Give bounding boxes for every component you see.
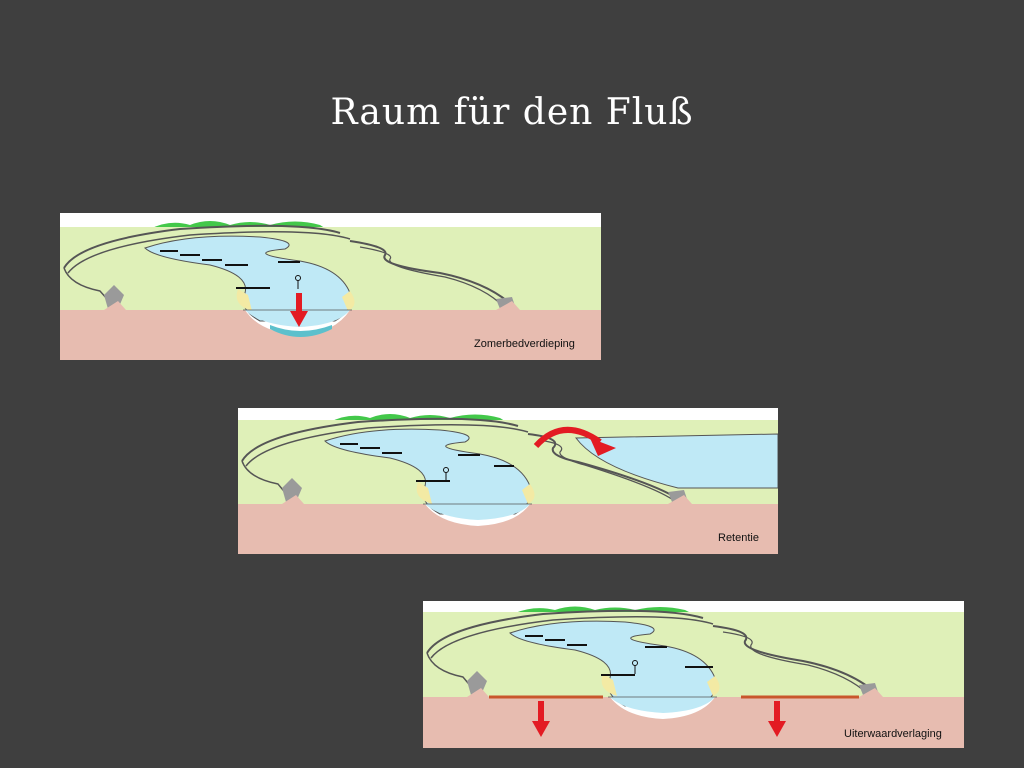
diagram-panel-uiterwaardverlaging: Uiterwaardverlaging <box>423 601 964 748</box>
retention-basin-water <box>575 433 778 489</box>
soil-layer <box>423 688 964 748</box>
panel-label: Uiterwaardverlaging <box>844 728 942 740</box>
river-water <box>509 620 717 707</box>
deepened-riverbed <box>270 325 332 337</box>
river-cross-section-diagram: Retentie <box>238 408 778 554</box>
curved-arrow-icon <box>533 426 616 456</box>
arrow-down-icon <box>768 701 786 737</box>
diagram-panel-retentie: Retentie <box>238 408 778 554</box>
slide-title: Raum für den Fluß <box>330 92 694 133</box>
river-cross-section-diagram: Zomerbedverdieping <box>60 213 601 360</box>
panel-label: Retentie <box>718 532 759 544</box>
soil-layer <box>238 495 778 554</box>
soil-layer <box>60 301 601 360</box>
diagram-panel-zomerbedverdieping: Zomerbedverdieping <box>60 213 601 360</box>
river-cross-section-diagram: Uiterwaardverlaging <box>423 601 964 748</box>
arrow-down-icon <box>532 701 550 737</box>
river-water <box>324 428 532 515</box>
arrow-down-icon <box>290 293 308 327</box>
panel-label: Zomerbedverdieping <box>474 338 575 350</box>
